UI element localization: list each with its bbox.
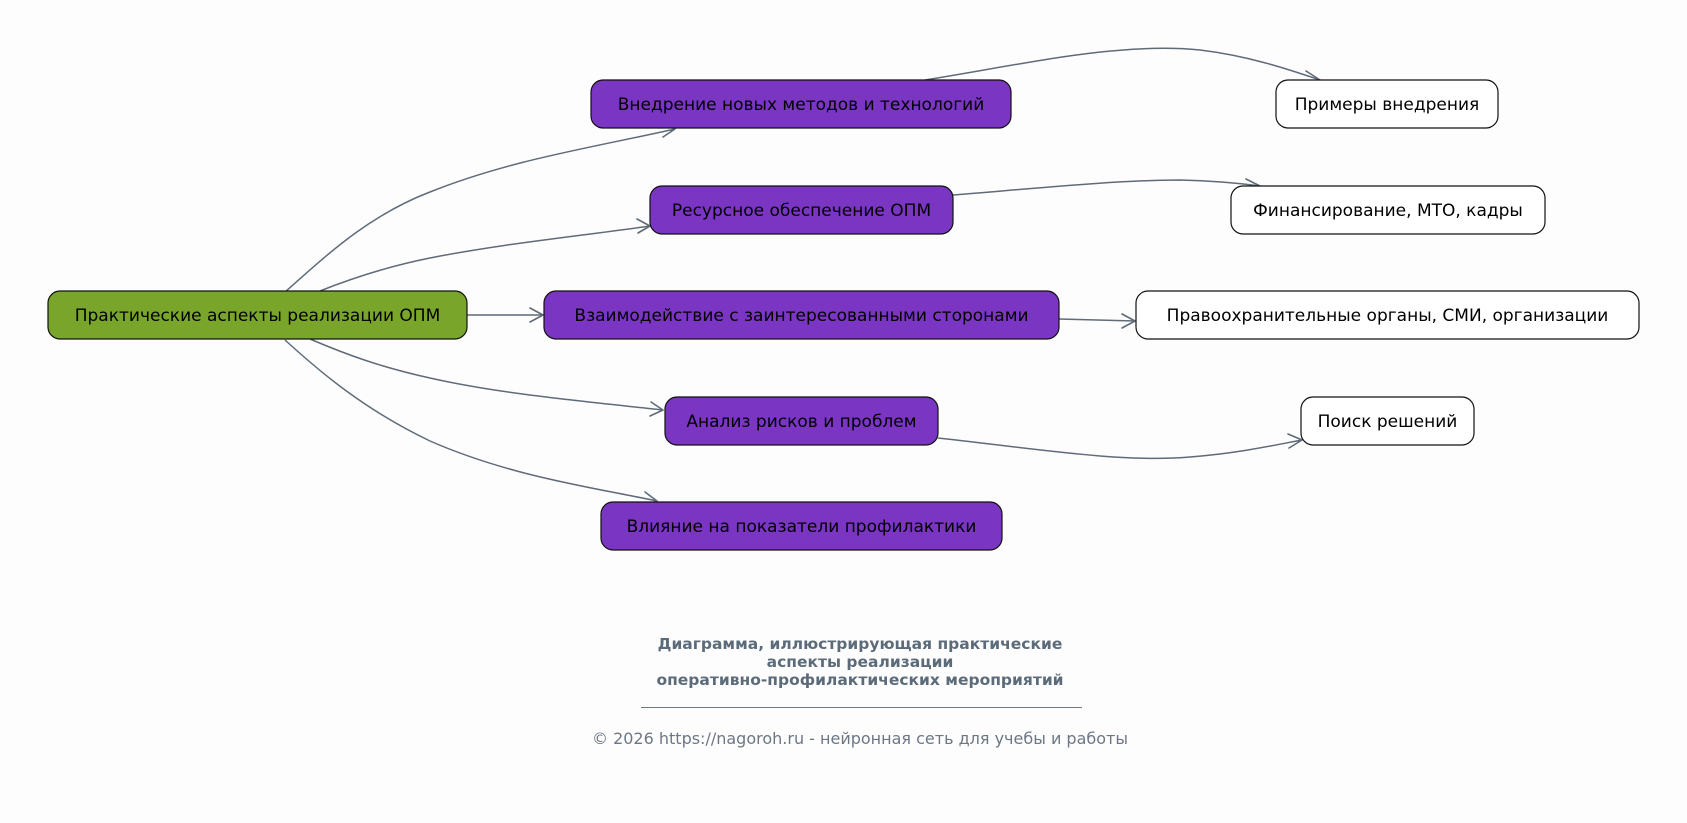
leaf-node-label: Правоохранительные органы, СМИ, организа… <box>1167 306 1609 326</box>
edge-root-to-branch-1 <box>284 128 676 293</box>
caption-divider <box>641 707 1082 708</box>
arrow-head-icon <box>1287 433 1303 449</box>
branch-node-prevention-impact[interactable]: Влияние на показатели профилактики <box>600 501 1003 551</box>
edge-branch-2-to-leaf <box>952 179 1261 196</box>
edge-branch-1-to-leaf <box>924 47 1321 81</box>
arrow-head-icon <box>1121 313 1136 329</box>
arrow-head-icon <box>529 307 544 323</box>
branch-node-label: Взаимодействие с заинтересованными сторо… <box>574 306 1028 326</box>
root-node-label: Практические аспекты реализации ОПМ <box>75 306 441 326</box>
branch-node-new-methods[interactable]: Внедрение новых методов и технологий <box>590 79 1012 129</box>
branch-node-label: Внедрение новых методов и технологий <box>618 95 985 115</box>
branch-node-stakeholders[interactable]: Взаимодействие с заинтересованными сторо… <box>543 290 1060 340</box>
leaf-node-financing[interactable]: Финансирование, МТО, кадры <box>1230 185 1546 235</box>
branch-node-label: Влияние на показатели профилактики <box>627 517 977 537</box>
leaf-node-label: Поиск решений <box>1318 412 1458 432</box>
arrow-head-icon <box>649 401 664 417</box>
edge-root-to-branch-4 <box>309 338 664 411</box>
branch-node-resources[interactable]: Ресурсное обеспечение ОПМ <box>649 185 954 235</box>
caption-line-3: оперативно-профилактических мероприятий <box>656 671 1064 689</box>
leaf-node-label: Примеры внедрения <box>1295 95 1480 115</box>
arrow-head-icon <box>636 218 651 234</box>
edge-root-to-branch-2 <box>319 225 651 292</box>
edge-branch-3-to-leaf <box>1058 318 1136 322</box>
branch-node-label: Анализ рисков и проблем <box>686 412 916 432</box>
leaf-node-law-enforcement[interactable]: Правоохранительные органы, СМИ, организа… <box>1135 290 1640 340</box>
edge-branch-4-to-leaf <box>937 437 1303 460</box>
leaf-node-solutions[interactable]: Поиск решений <box>1300 396 1475 446</box>
caption-line-2: аспекты реализации <box>766 653 954 671</box>
branch-node-label: Ресурсное обеспечение ОПМ <box>672 201 931 221</box>
leaf-node-label: Финансирование, МТО, кадры <box>1253 201 1523 221</box>
leaf-node-examples[interactable]: Примеры внедрения <box>1275 79 1499 129</box>
edge-root-to-branch-5 <box>284 339 658 502</box>
diagram-caption: Диаграмма, иллюстрирующая практические а… <box>560 635 1160 689</box>
footer-copyright: © 2026 https://nagoroh.ru - нейронная се… <box>591 729 1128 748</box>
root-node[interactable]: Практические аспекты реализации ОПМ <box>47 290 468 340</box>
caption-line-1: Диаграмма, иллюстрирующая практические <box>657 635 1063 653</box>
branch-node-risks[interactable]: Анализ рисков и проблем <box>664 396 939 446</box>
